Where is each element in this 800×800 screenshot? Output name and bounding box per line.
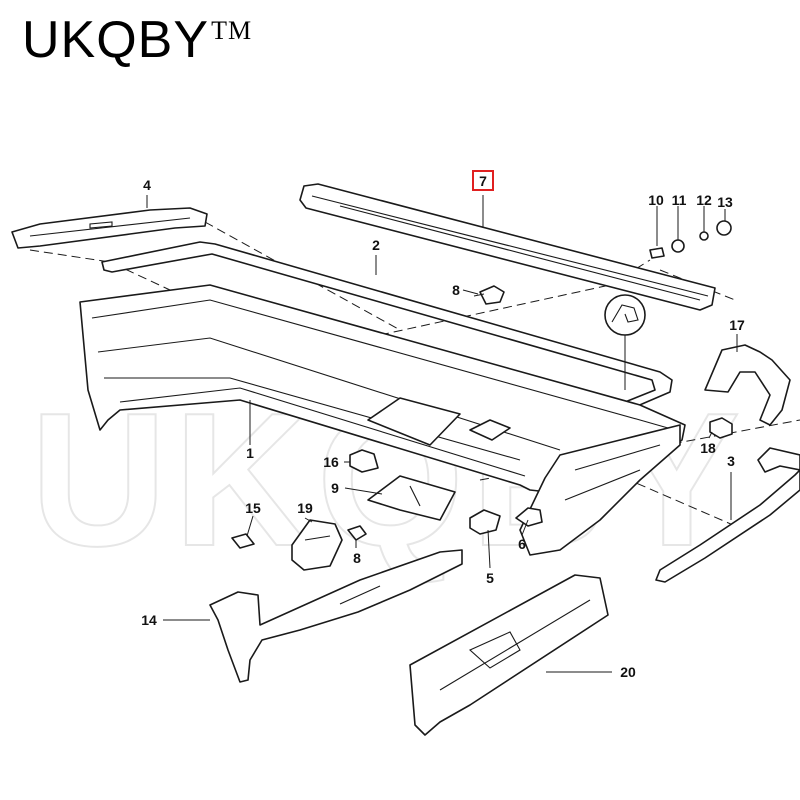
part-13-nut xyxy=(716,220,732,236)
label-19: 19 xyxy=(297,500,313,516)
label-8b: 8 xyxy=(353,550,361,566)
label-6: 6 xyxy=(518,536,526,552)
label-18: 18 xyxy=(700,440,716,456)
part-14-lower-support xyxy=(209,549,463,683)
part-10-bolt xyxy=(649,247,665,259)
part-9-plate-bracket xyxy=(367,475,456,521)
label-14: 14 xyxy=(141,612,157,628)
fasteners-10-13 xyxy=(649,220,732,259)
label-10: 10 xyxy=(648,192,664,208)
label-8a: 8 xyxy=(452,282,460,298)
part-19-bracket xyxy=(291,519,343,571)
leader-lines xyxy=(146,195,738,673)
part-18-clip xyxy=(709,417,733,439)
highlight-box xyxy=(472,170,494,191)
brand-name: UKQBY xyxy=(22,11,210,69)
part-8a-screw xyxy=(473,285,505,305)
label-1: 1 xyxy=(246,445,254,461)
label-12: 12 xyxy=(696,192,712,208)
label-20: 20 xyxy=(620,664,636,680)
part-5-retainer xyxy=(469,509,501,535)
label-11: 11 xyxy=(672,192,687,208)
label-7: 7 xyxy=(479,173,487,189)
part-labels: 4 2 7 8 10 11 12 13 17 1 16 9 18 3 15 19… xyxy=(141,173,745,680)
label-13: 13 xyxy=(717,194,733,210)
part-4-trim-strip xyxy=(11,207,208,249)
brand-trademark: TM xyxy=(211,16,253,45)
part-1-bumper-body xyxy=(79,284,686,556)
label-17: 17 xyxy=(729,317,745,333)
label-9: 9 xyxy=(331,480,339,496)
brand-logo: UKQBYTM xyxy=(22,14,252,66)
label-16: 16 xyxy=(323,454,339,470)
part-7-cover-strip xyxy=(299,183,716,311)
label-3: 3 xyxy=(727,453,735,469)
label-2: 2 xyxy=(372,237,380,253)
part-3-side-moulding xyxy=(655,447,800,583)
part-11-washer xyxy=(671,239,685,253)
section-detail-circle xyxy=(604,294,646,390)
part-12-spacer xyxy=(699,231,709,241)
part-8b-screw xyxy=(347,525,367,541)
label-15: 15 xyxy=(245,500,261,516)
part-15-square-nut xyxy=(231,533,255,549)
label-4: 4 xyxy=(143,177,151,193)
label-5: 5 xyxy=(486,570,494,586)
part-16-clip xyxy=(349,449,379,473)
part-17-clip-bracket xyxy=(704,344,791,426)
part-20-lower-bracket xyxy=(409,574,609,736)
